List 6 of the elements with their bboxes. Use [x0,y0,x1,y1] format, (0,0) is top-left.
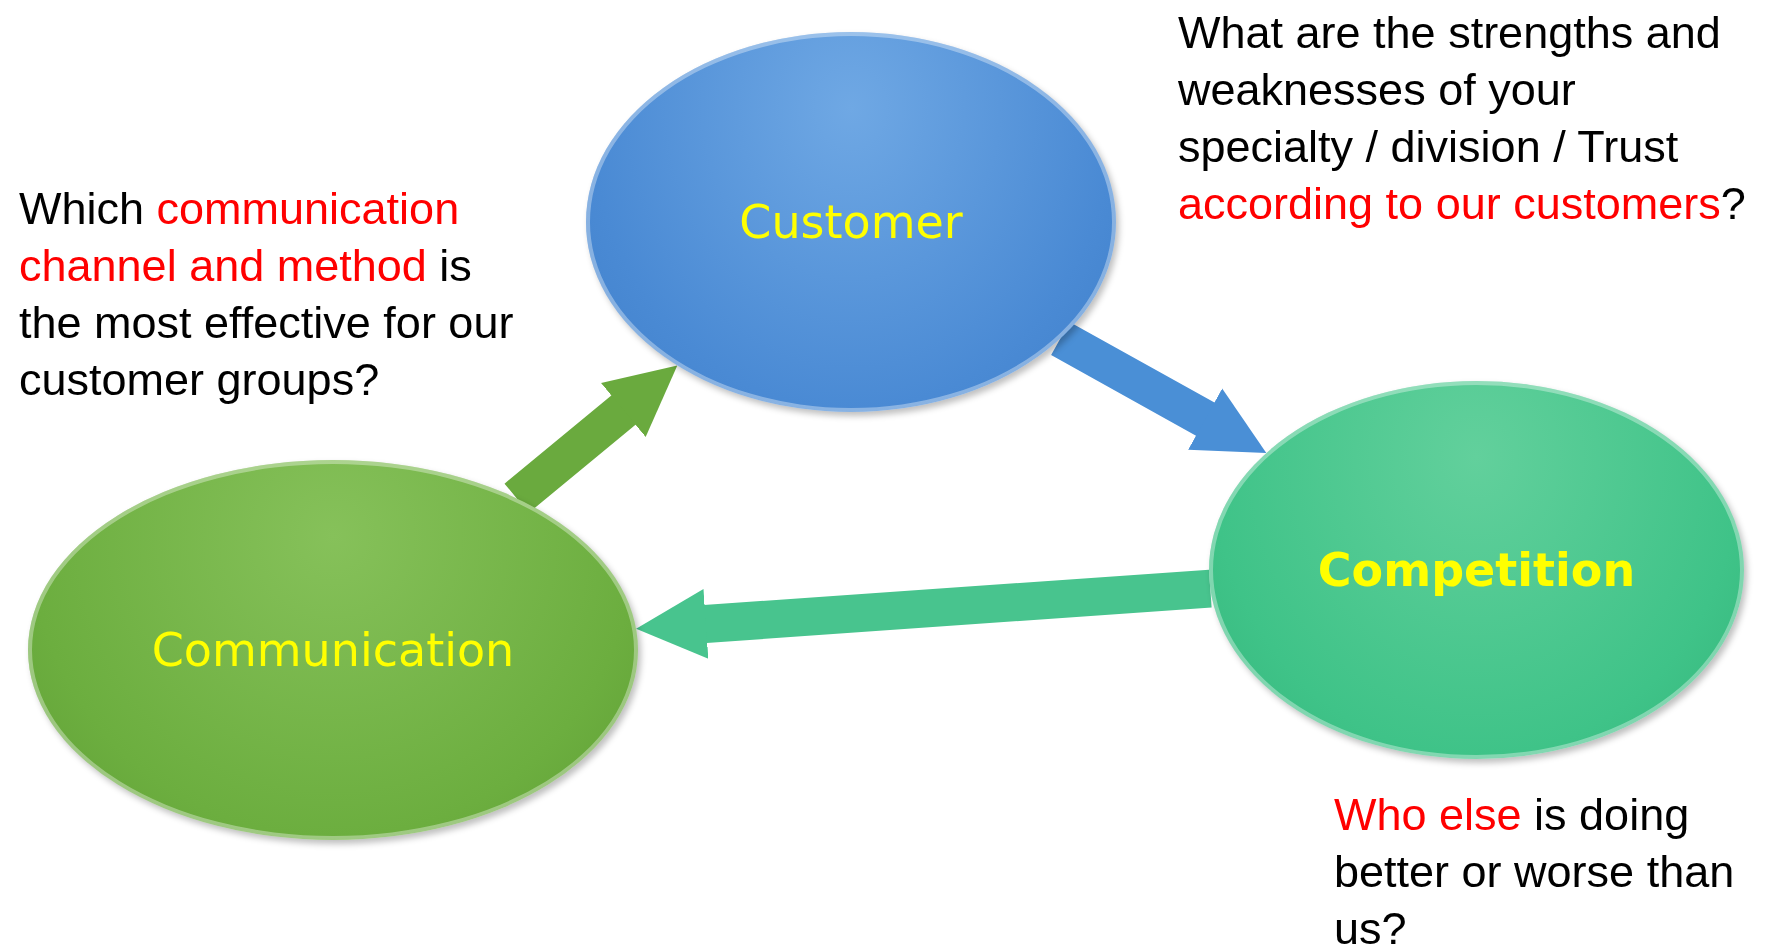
node-label: Competition [1317,543,1636,597]
question-text: Who else is doing better or worse than us? [1334,788,1736,950]
node-label: Communication [151,623,515,677]
question-text: Which communication channel and method is the most effective for our customer groups? [19,182,515,407]
question-text: What are the strengths and weaknesses of your specialty / division / Trust according to our customers? [1178,6,1747,231]
node-label: Customer [739,195,963,249]
